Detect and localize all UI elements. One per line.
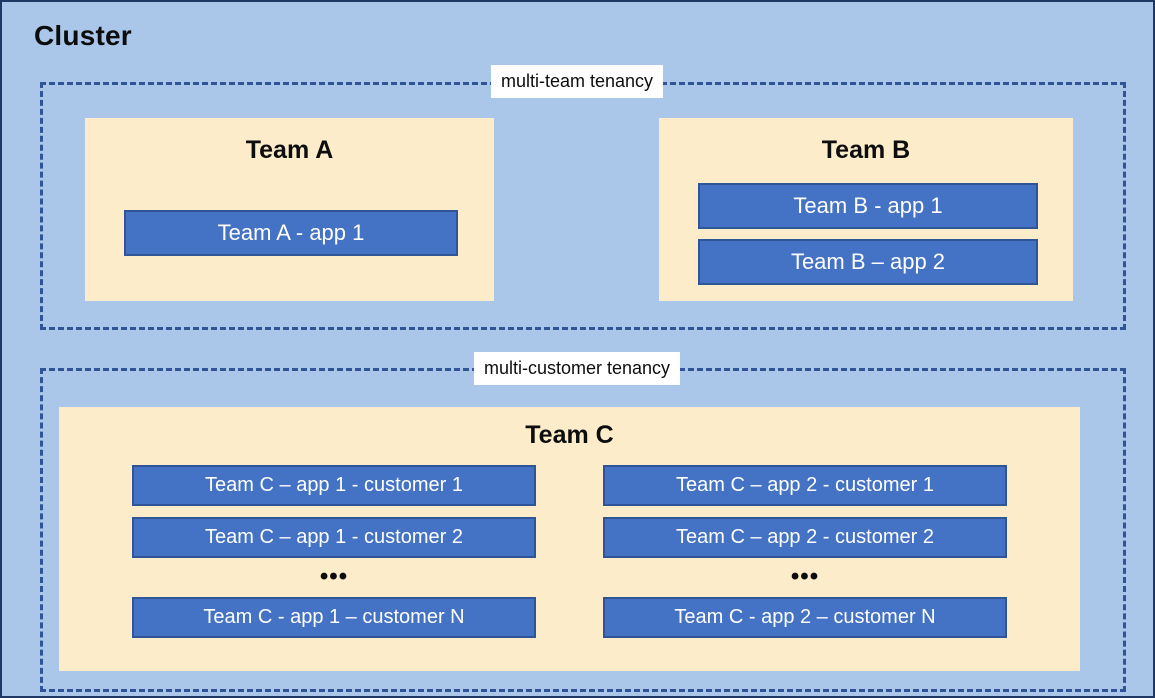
app-box-team-b-app-2[interactable]: Team B – app 2: [698, 239, 1038, 285]
tenancy-label-multi-customer: multi-customer tenancy: [473, 352, 681, 385]
tenancy-label-multi-team: multi-team tenancy: [490, 65, 664, 98]
team-c-columns: Team C – app 1 - customer 1 Team C – app…: [60, 465, 1079, 649]
app-box-team-b-app-1[interactable]: Team B - app 1: [698, 183, 1038, 229]
app-column-team-c-app-2: Team C – app 2 - customer 1 Team C – app…: [603, 465, 1007, 649]
team-title-team-c: Team C: [525, 421, 614, 449]
app-box-team-a-app-1[interactable]: Team A - app 1: [124, 210, 458, 256]
app-box-team-c-app-1-customer-1[interactable]: Team C – app 1 - customer 1: [132, 465, 536, 506]
team-title-team-a: Team A: [245, 136, 334, 164]
team-box-team-a: Team A Team A - app 1: [85, 118, 494, 301]
ellipsis-team-c-app-2: •••: [790, 563, 820, 590]
cluster-title: Cluster: [34, 20, 132, 51]
app-column-team-c-app-1: Team C – app 1 - customer 1 Team C – app…: [132, 465, 536, 649]
team-title-team-b: Team B: [821, 136, 911, 164]
app-box-team-c-app-1-customer-2[interactable]: Team C – app 1 - customer 2: [132, 517, 536, 558]
app-box-team-c-app-2-customer-1[interactable]: Team C – app 2 - customer 1: [603, 465, 1007, 506]
app-list-team-a: Team A - app 1: [124, 210, 458, 256]
app-box-team-c-app-2-customer-2[interactable]: Team C – app 2 - customer 2: [603, 517, 1007, 558]
team-box-team-c: Team C Team C – app 1 - customer 1 Team …: [59, 407, 1080, 671]
app-box-team-c-app-1-customer-n[interactable]: Team C - app 1 – customer N: [132, 597, 536, 638]
app-box-team-c-app-2-customer-n[interactable]: Team C - app 2 – customer N: [603, 597, 1007, 638]
ellipsis-team-c-app-1: •••: [319, 563, 349, 590]
team-box-team-b: Team B Team B - app 1 Team B – app 2: [659, 118, 1073, 301]
app-list-team-b: Team B - app 1 Team B – app 2: [698, 183, 1038, 285]
